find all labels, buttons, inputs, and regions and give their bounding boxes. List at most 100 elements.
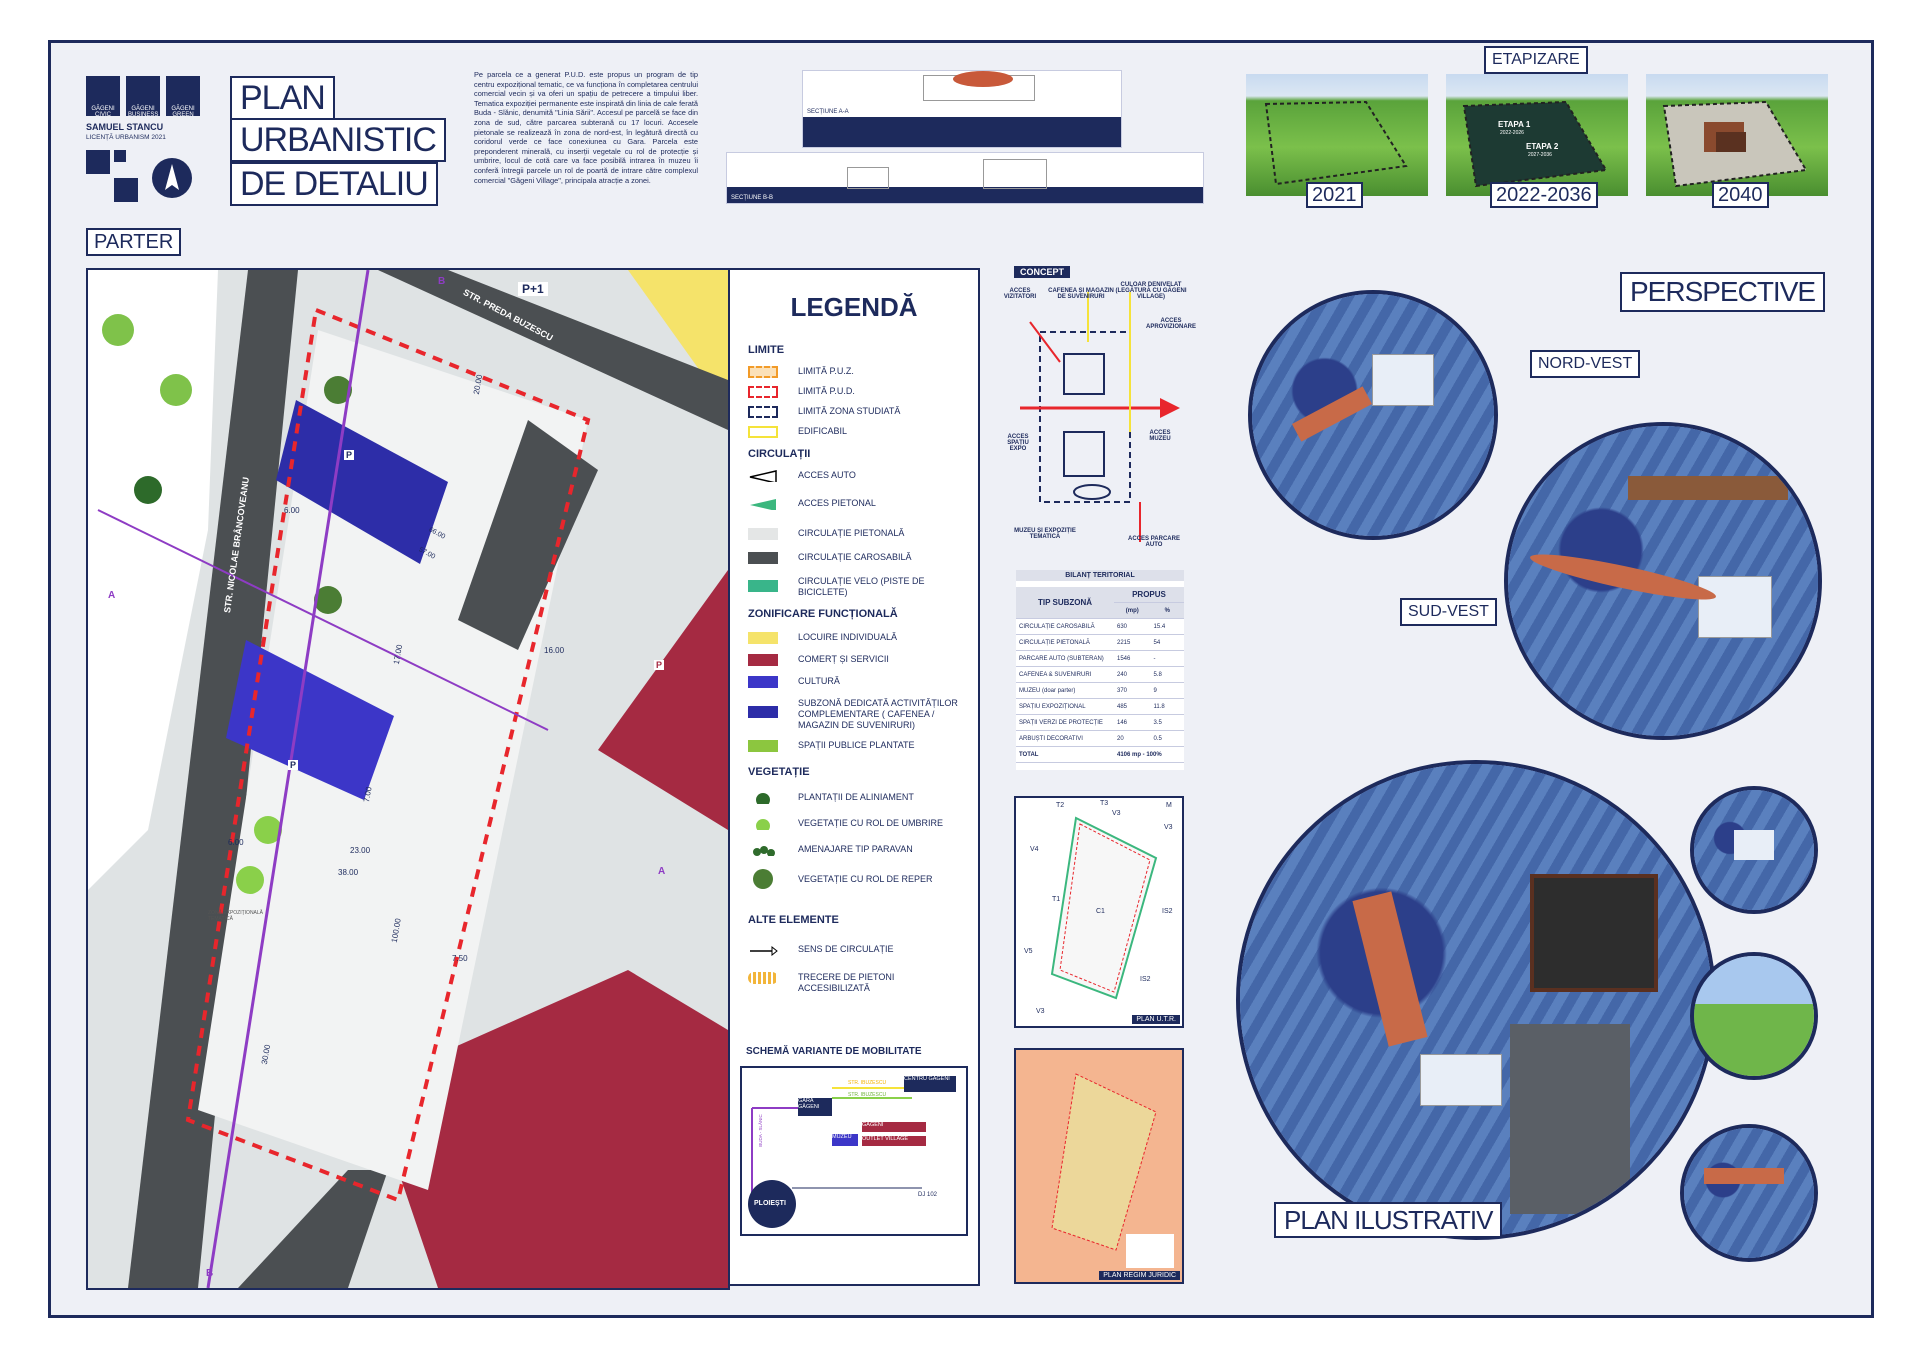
bilant-cell: 15.4 — [1150, 618, 1184, 635]
concept-acces-aprovizionare: ACCES APROVIZIONARE — [1146, 318, 1197, 330]
stage-label-etapa-1-years: 2022-2026 — [1500, 130, 1524, 136]
logo-business: GĂGENI BUSINESS — [126, 76, 160, 118]
utr-label-c1: C1 — [1096, 908, 1105, 915]
stage-label-etapa-2: ETAPA 2 — [1526, 142, 1559, 151]
detail-view-3 — [1680, 1124, 1818, 1262]
zone-expo-label: ZONĂ EXPOZIȚIONALĂ TEMATICĂ — [208, 910, 264, 922]
legend-label-sens: SENS DE CIRCULAȚIE — [798, 944, 894, 954]
legend-title: LEGENDĂ — [790, 292, 918, 322]
utr-label-t2: T2 — [1056, 802, 1065, 809]
bilant-cell: CIRCULAȚIE CAROSABILĂ — [1016, 618, 1114, 635]
view-nord-vest: NORD-VEST — [1530, 350, 1641, 378]
bilant-cell: CIRCULAȚIE PIETONALĂ — [1016, 634, 1114, 651]
legend-label-zona: LIMITĂ ZONA STUDIATĂ — [798, 406, 901, 416]
bilant-cell: - — [1150, 650, 1184, 667]
table-row: PARCARE AUTO (SUBTERAN)1546- — [1016, 650, 1184, 667]
perspective-nord-vest — [1248, 290, 1498, 540]
bilant-cell: ARBUȘTI DECORATIVI — [1016, 730, 1114, 747]
legend-item-sens: SENS DE CIRCULAȚIE — [748, 942, 968, 960]
bilant-cell: PARCARE AUTO (SUBTERAN) — [1016, 650, 1114, 667]
detail-view-2 — [1690, 952, 1818, 1080]
plan-ilustrativ-circle — [1236, 760, 1716, 1240]
author-subtitle: LICENȚĂ URBANISM 2021 — [86, 134, 166, 141]
parking-icon-museum: P — [288, 760, 299, 770]
concept-acces-expo: ACCES SPAȚIU EXPO — [1007, 434, 1029, 452]
section-a-a: SECȚIUNE A-A — [802, 70, 1122, 148]
bilant-cell: 370 — [1114, 682, 1151, 699]
author-name: SAMUEL STANCU — [86, 122, 164, 132]
view-sud-vest: SUD-VEST — [1400, 598, 1497, 626]
utr-label-t1: T1 — [1052, 896, 1061, 903]
section-b-b-label: SECȚIUNE B-B — [731, 195, 774, 201]
architecture-mark — [86, 150, 138, 202]
legend-label-umbrire: VEGETAȚIE CU ROL DE UMBRIRE — [798, 818, 944, 828]
bilant-cell: 11.8 — [1150, 698, 1184, 715]
legend-item-trecere: TRECERE DE PIETONI ACCESIBILIZATĂ — [748, 970, 968, 993]
mobility-dj102: DJ 102 — [918, 1192, 938, 1198]
concept-culoar: CULOAR DENIVELAT (LEGĂTURĂ CU GĂGENI VIL… — [1115, 282, 1187, 300]
mobility-gara: GARA GĂGENI — [798, 1098, 832, 1116]
mobility-muzeu: MUZEU — [832, 1134, 858, 1146]
north-arrow-icon — [152, 158, 192, 198]
title-line-2: URBANISTIC — [230, 118, 446, 162]
concept-cafenea: CAFENEA ȘI MAGAZIN DE SUVENIRURI — [1048, 288, 1114, 300]
section-b-b: SECȚIUNE B-B — [726, 152, 1204, 204]
legend-item-locuire: LOCUIRE INDIVIDUALĂ — [748, 630, 968, 648]
detail-view-1 — [1690, 786, 1818, 914]
logo-civic: GĂGENI CIVIC — [86, 76, 120, 118]
bilant-cell: SPAȚII VERZI DE PROTECȚIE — [1016, 714, 1114, 731]
plan-ilustrativ-title: PLAN ILUSTRATIV — [1274, 1202, 1503, 1238]
legend-item-puz: LIMITĂ P.U.Z. — [748, 364, 968, 382]
dim-7-50: 7.50 — [452, 954, 468, 963]
bilant-cell: MUZEU (doar parter) — [1016, 682, 1114, 699]
legend-item-umbrire: VEGETAȚIE CU ROL DE UMBRIRE — [748, 816, 968, 834]
dim-38: 38.00 — [338, 868, 359, 877]
legend-item-velo: CIRCULAȚIE VELO (PISTE DE BICICLETE) — [748, 574, 968, 598]
bilant-cell: 3.5 — [1150, 714, 1184, 731]
utr-label-is2-bottom: IS2 — [1140, 976, 1151, 983]
plan-title: PARTER — [86, 228, 182, 256]
bilant-col-tip: TIP SUBZONĂ — [1016, 587, 1114, 619]
legend-label-acces-auto: ACCES AUTO — [798, 470, 856, 480]
bilant-cell: 240 — [1114, 666, 1151, 683]
section-a-a-label: SECȚIUNE A-A — [807, 109, 849, 115]
bilant-cell: 5.8 — [1150, 666, 1184, 683]
dim-6-bottom: 6.00 — [228, 838, 244, 847]
legend-label-spatii-plantate: SPAȚII PUBLICE PLANTATE — [798, 740, 915, 750]
juridic-map: PLAN REGIM JURIDIC — [1014, 1048, 1184, 1284]
legend-panel: LEGENDĂ LIMITE LIMITĂ P.U.Z. LIMITĂ P.U.… — [728, 268, 980, 1286]
mobility-str-2: STR. IBUZESCU — [848, 1092, 887, 1098]
section-mark-b-bottom: B — [206, 1268, 214, 1279]
bilant-cell: 20 — [1114, 730, 1151, 747]
legend-item-acces-auto: ACCES AUTO — [748, 468, 968, 486]
utr-label-v4: V4 — [1030, 846, 1039, 853]
concept-acces-vizitatori: ACCES VIZITATORI — [1003, 288, 1037, 300]
utr-label-v3-right: V3 — [1164, 824, 1173, 831]
project-description: Pe parcela ce a generat P.U.D. este prop… — [474, 70, 698, 185]
floor-label: P+1 — [518, 282, 548, 296]
legend-item-acces-pietonal: ACCES PIETONAL — [748, 496, 968, 514]
section-mark-a-left: A — [108, 590, 116, 601]
mobility-ploiesti: PLOIEȘTI — [754, 1200, 786, 1207]
concept-acces-muzeu: ACCES MUZEU — [1149, 430, 1171, 442]
utr-label-t3: T3 — [1100, 800, 1109, 807]
stage-year-2040: 2040 — [1712, 182, 1769, 208]
legend-item-aliniament: PLANTAȚII DE ALINIAMENT — [748, 790, 968, 808]
stage-year-2021: 2021 — [1306, 182, 1363, 208]
legend-label-subzona: SUBZONĂ DEDICATĂ ACTIVITĂȚILOR COMPLEMEN… — [798, 698, 958, 730]
logo-green: GĂGENI GREEN — [166, 76, 200, 118]
legend-label-puz: LIMITĂ P.U.Z. — [798, 366, 854, 376]
perspective-sud-vest — [1504, 422, 1822, 740]
bilant-cell: CAFENEA & SUVENIRURI — [1016, 666, 1114, 683]
mobility-outlet: OUTLET VILLAGE — [862, 1136, 926, 1146]
stage-label-etapa-1: ETAPA 1 — [1498, 120, 1531, 129]
legend-item-circ-carosabila: CIRCULAȚIE CAROSABILĂ — [748, 550, 968, 568]
logo-green-label: GĂGENI GREEN — [171, 106, 195, 118]
dim-23: 23.00 — [350, 846, 371, 855]
legend-label-acces-pietonal: ACCES PIETONAL — [798, 498, 876, 508]
